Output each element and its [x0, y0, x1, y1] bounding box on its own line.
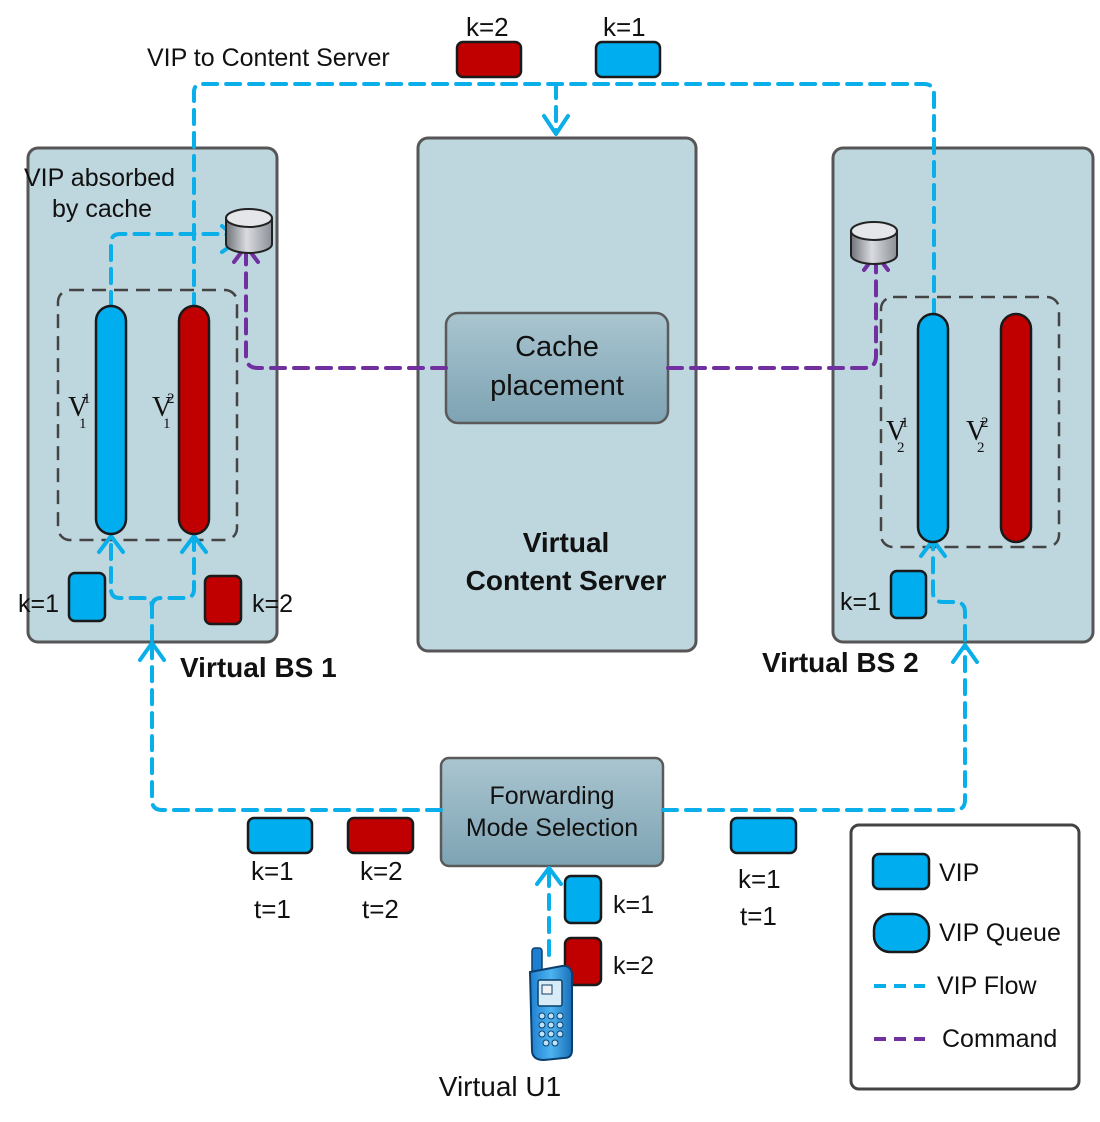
bs1-queue-group — [56, 288, 239, 542]
arrow-into-bs1 — [138, 641, 166, 662]
legend-vip-flow-label: VIP Flow — [937, 972, 1038, 1000]
vip-packet-bottom-right — [729, 816, 798, 855]
svg-text:1: 1 — [83, 391, 91, 407]
label-bottom-left-t: t=1 — [254, 894, 291, 924]
svg-text:2: 2 — [977, 440, 985, 456]
label-virtual-u1: Virtual U1 — [439, 1071, 561, 1102]
legend-vip-swatch — [871, 852, 931, 891]
label-cache-placement-1: Cache — [515, 331, 599, 363]
arrow-into-content-server — [542, 114, 570, 136]
mobile-phone-icon — [528, 947, 573, 1062]
label-bs1-k2: k=2 — [252, 590, 293, 618]
command-to-bs2-cache — [666, 260, 878, 370]
label-virtual-bs1: Virtual BS 1 — [180, 652, 337, 683]
label-top-k2: k=2 — [466, 12, 509, 42]
vip-flow-bs1-fork-red — [150, 538, 196, 609]
label-vip-to-content-server: VIP to Content Server — [147, 44, 390, 72]
svg-text:2: 2 — [981, 415, 989, 431]
legend-vip-label: VIP — [939, 859, 979, 887]
command-to-bs1-cache — [244, 250, 448, 370]
vip-packet-top-k1 — [594, 40, 662, 79]
bs2-vip-queue-1 — [916, 312, 950, 544]
svg-text:V: V — [152, 392, 172, 423]
label-top-k1: k=1 — [603, 12, 646, 42]
label-bottom-right-k: k=1 — [738, 864, 781, 894]
bs2-queue2-label: V 2 2 — [966, 415, 989, 456]
label-bottom-left-k: k=1 — [251, 856, 294, 886]
svg-text:2: 2 — [897, 440, 905, 456]
svg-text:1: 1 — [901, 415, 909, 431]
cache-placement-box — [444, 311, 670, 425]
legend-vip-queue-label: VIP Queue — [939, 919, 1061, 947]
arrow-into-bs1-blue-queue — [97, 534, 125, 554]
vip-packet-bs2-k1 — [889, 569, 928, 620]
svg-text:1: 1 — [79, 416, 87, 432]
label-u1-k1: k=1 — [613, 891, 654, 919]
arrow-into-bs1-red-queue — [180, 534, 208, 554]
vip-flow-to-bs1 — [150, 646, 443, 812]
svg-text:1: 1 — [163, 416, 171, 432]
label-by-cache: by cache — [52, 195, 152, 223]
svg-text:V: V — [886, 416, 906, 447]
label-u1-k2: k=2 — [613, 952, 654, 980]
label-vip-absorbed: VIP absorbed — [24, 164, 175, 192]
vip-packet-bottom-left — [246, 816, 314, 855]
bs1-queue2-label: V 2 1 — [152, 391, 175, 432]
label-bottom-right-t: t=1 — [740, 901, 777, 931]
svg-text:V: V — [966, 416, 986, 447]
svg-text:2: 2 — [167, 391, 175, 407]
bs2-queue1-label: V 1 2 — [886, 415, 909, 456]
vip-packet-top-k2 — [455, 40, 523, 79]
vip-packet-bs1-k2 — [203, 574, 243, 626]
label-bs2-k1: k=1 — [840, 588, 881, 616]
arrow-into-forwarding — [535, 866, 563, 886]
label-virtual-content-server-1: Virtual — [523, 527, 610, 558]
bs1-vip-queue-1 — [94, 304, 128, 536]
vip-flow-to-bs2 — [661, 646, 967, 812]
arrow-into-bs2 — [951, 643, 979, 664]
legend-box — [849, 823, 1081, 1091]
vip-flow-bs2-entry — [931, 543, 967, 642]
cache-database-icon — [225, 208, 273, 254]
label-forwarding-1: Forwarding — [489, 782, 614, 810]
label-cache-placement-2: placement — [490, 370, 624, 402]
label-bottom-mid-t: t=2 — [362, 894, 399, 924]
cache-database-icon — [850, 221, 898, 265]
legend-command-label: Command — [942, 1025, 1057, 1053]
bs2-queue-group — [879, 295, 1061, 549]
label-bs1-k1: k=1 — [18, 590, 59, 618]
bs1-vip-queue-2 — [177, 304, 211, 536]
svg-text:V: V — [68, 392, 88, 423]
vip-flow-top — [192, 82, 936, 318]
legend-vip-queue-swatch — [872, 912, 931, 954]
bs2-vip-queue-2 — [999, 312, 1033, 544]
bs1-queue1-label: V 1 1 — [68, 391, 91, 432]
label-virtual-content-server-2: Content Server — [466, 565, 667, 596]
forwarding-mode-box — [439, 756, 665, 868]
label-forwarding-2: Mode Selection — [466, 814, 638, 842]
vip-packet-u1-k2 — [563, 936, 603, 987]
legend: VIP VIP Queue VIP Flow Command — [849, 823, 1081, 1091]
vip-packet-bottom-mid — [346, 816, 415, 855]
vip-packet-bs1-k1 — [67, 571, 107, 623]
vip-packet-u1-k1 — [563, 874, 603, 925]
label-virtual-bs2: Virtual BS 2 — [762, 647, 919, 678]
label-bottom-mid-k: k=2 — [360, 856, 403, 886]
